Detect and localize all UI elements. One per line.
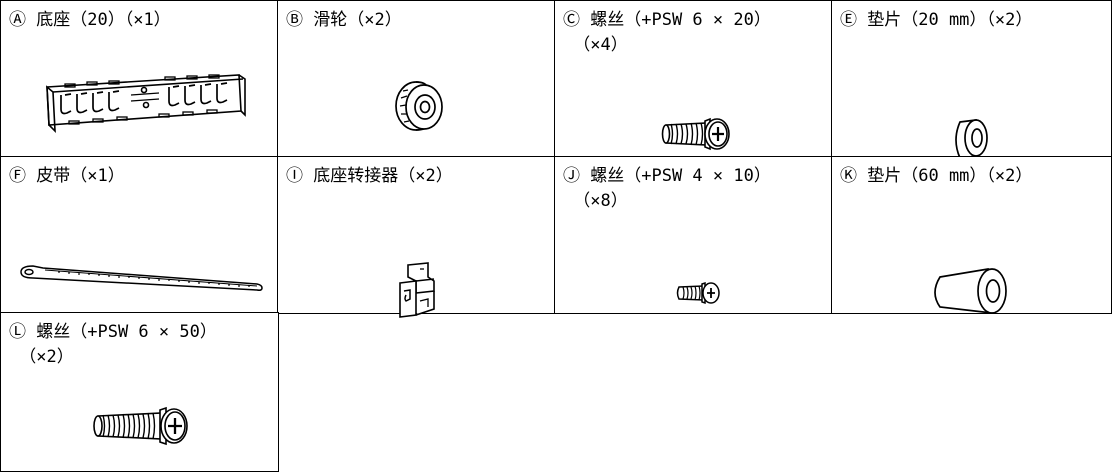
base-bracket-icon	[41, 65, 246, 135]
part-cell-a: Ⓐ 底座（20）（×1）	[0, 0, 279, 158]
part-cell-c: Ⓒ 螺丝（+PSW 6 × 20） （×4）	[554, 0, 833, 158]
part-label-c: Ⓒ 螺丝（+PSW 6 × 20） （×4）	[563, 10, 771, 55]
long-screw-drawing	[92, 402, 192, 450]
part-cell-e: Ⓔ 垫片（20 mm）（×2）	[831, 0, 1112, 159]
base-adapter-icon	[394, 261, 440, 319]
part-label-j: Ⓙ 螺丝（+PSW 4 × 10） （×8）	[563, 166, 771, 211]
small-screw-icon	[675, 279, 723, 307]
part-label-a: Ⓐ 底座（20）（×1）	[9, 10, 171, 30]
part-cell-l: Ⓛ 螺丝（+PSW 6 × 50） （×2）	[0, 312, 279, 472]
part-cell-b: Ⓑ 滑轮（×2）	[277, 0, 556, 158]
part-label-i: Ⓘ 底座转接器（×2）	[286, 166, 453, 186]
part-cell-i: Ⓘ 底座转接器（×2）	[277, 156, 556, 318]
part-cell-j: Ⓙ 螺丝（+PSW 4 × 10） （×8）	[554, 156, 833, 314]
spacer-short-icon	[950, 116, 990, 162]
spacer-long-icon	[928, 263, 1012, 321]
part-label-l: Ⓛ 螺丝（+PSW 6 × 50） （×2）	[9, 322, 217, 367]
screw-icon	[661, 113, 731, 155]
part-label-e: Ⓔ 垫片（20 mm）（×2）	[840, 10, 1033, 30]
belt-icon	[19, 260, 264, 296]
part-label-f: Ⓕ 皮带（×1）	[9, 166, 125, 186]
part-label-k: Ⓚ 垫片（60 mm）（×2）	[840, 166, 1033, 186]
part-cell-f: Ⓕ 皮带（×1）	[0, 156, 279, 314]
pulley-icon	[394, 76, 446, 134]
part-label-b: Ⓑ 滑轮（×2）	[286, 10, 402, 30]
part-cell-k: Ⓚ 垫片（60 mm）（×2）	[831, 156, 1112, 314]
